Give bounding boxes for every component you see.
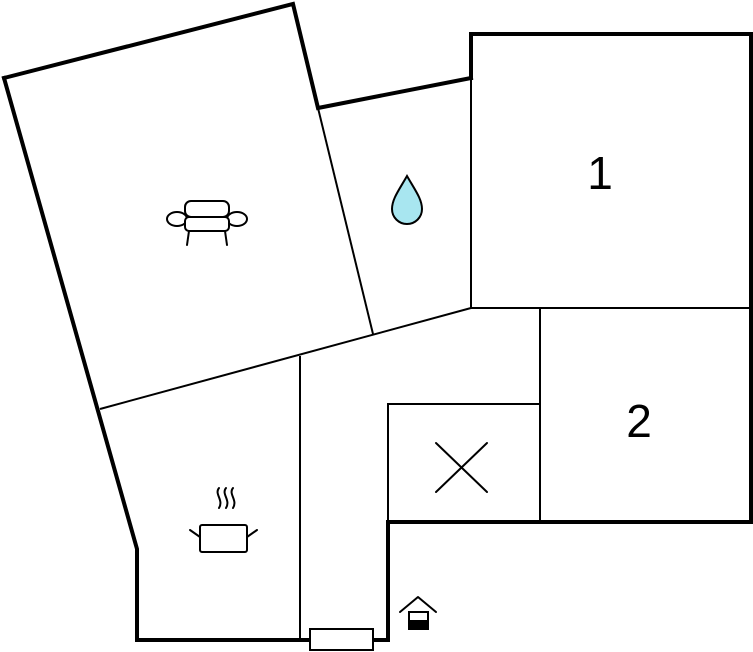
room-label-bedroom-1: 1 [587, 147, 613, 199]
wall-living-bath [317, 107, 374, 335]
interior-walls [99, 78, 751, 640]
water-drop-icon [390, 173, 424, 225]
cross-icon [435, 442, 488, 493]
house-entrance-icon [399, 596, 437, 630]
room-label-bedroom-2: 2 [626, 395, 652, 447]
outer-wall-bottom-left [1, 75, 312, 642]
storage-room-outline [387, 403, 541, 523]
wall-living-hall [99, 307, 472, 410]
entrance-door [309, 628, 374, 651]
sofa-icon [166, 200, 248, 246]
cooking-pot-icon [189, 487, 258, 553]
outer-wall-left-block [1, 1, 474, 111]
outer-wall-right-block [371, 32, 753, 642]
